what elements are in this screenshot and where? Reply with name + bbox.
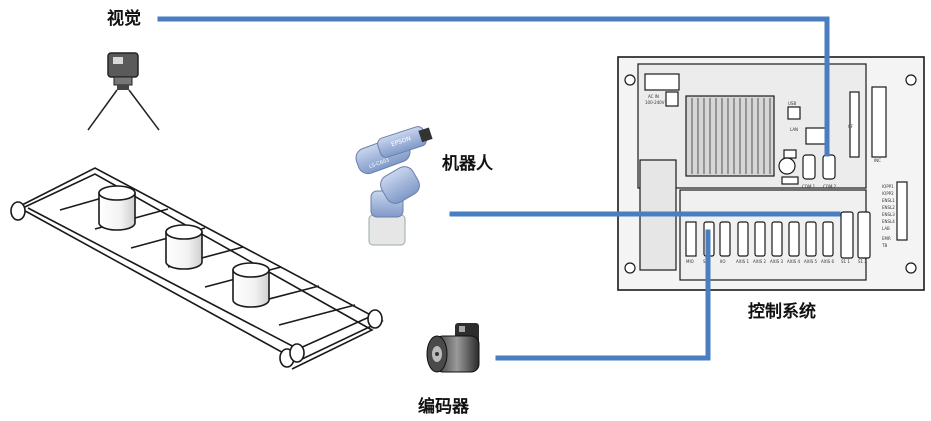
camera-icon	[87, 52, 160, 131]
connection-lines	[157, 16, 841, 361]
port-label-inc: INC	[874, 158, 881, 163]
side-label-1: IOPP2	[882, 191, 894, 196]
side-label-6: LAB	[882, 226, 890, 231]
controller-label: 控制系统	[748, 302, 816, 322]
conveyor-icon	[10, 167, 384, 370]
axis-label-3: AXIS 2	[753, 259, 766, 264]
side-label-0: IOPP1	[882, 184, 894, 189]
encoder-icon	[426, 323, 480, 373]
port-label-usb: USB	[788, 101, 796, 106]
side-label-5: ENSL4	[882, 219, 895, 224]
port-label-com2: COM 2	[823, 184, 837, 189]
robot-label: 机器人	[442, 154, 493, 174]
side-label-4: ENSL3	[882, 212, 895, 217]
axis-label-7: AXIS 6	[821, 259, 834, 264]
port-label-voltage: 100-240V	[645, 100, 665, 105]
port-label-acin: AC IN	[648, 94, 659, 99]
encoder-to-controller-line	[495, 229, 711, 361]
port-label-lan: LAN	[790, 127, 798, 132]
side-label-3: ENSL2	[882, 205, 895, 210]
axis-label-1: IIO	[720, 259, 726, 264]
side-label-8: TB	[881, 243, 887, 248]
vision-to-controller-line	[157, 16, 830, 157]
axis-label-2: AXIS 1	[736, 259, 749, 264]
side-label-7: EMR	[882, 236, 891, 241]
axis-label-6: AXIS 5	[804, 259, 817, 264]
port-label-cf: CF	[848, 124, 854, 129]
side-label-2: ENSL1	[882, 198, 895, 203]
robot-arm-icon: EPSON LS-C603	[355, 126, 433, 246]
port-label-com1: COM 1	[802, 184, 816, 189]
encoder-label: 编码器	[418, 397, 469, 417]
controller-icon	[617, 56, 925, 291]
axis-label-4: AXIS 3	[770, 259, 783, 264]
axis-label-5: AXIS 4	[787, 259, 800, 264]
port-label-mio: MIO	[686, 259, 694, 264]
vision-label: 视觉	[107, 9, 141, 29]
axis-label-9: S1 2	[858, 259, 867, 264]
axis-label-8: S1 1	[841, 259, 850, 264]
